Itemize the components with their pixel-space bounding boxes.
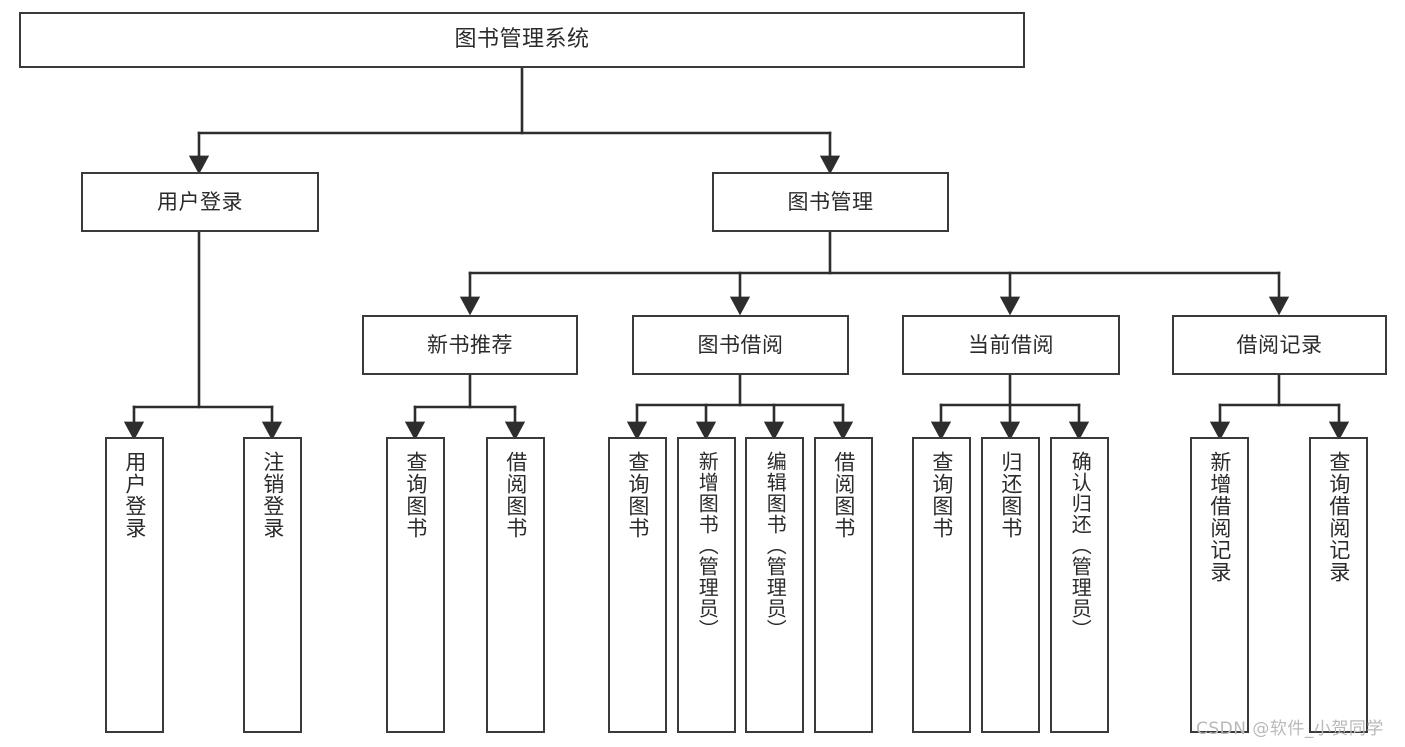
node-label: 借阅图书 [503,451,528,539]
node-leaf-query-book-3[interactable]: 查询图书 [912,437,971,733]
node-leaf-add-book-admin[interactable]: 新增图书（管理员） [677,437,736,733]
node-label: 借阅图书 [831,451,856,539]
node-current-borrow[interactable]: 当前借阅 [902,315,1120,375]
node-label: 查询借阅记录 [1326,451,1351,583]
node-new-book-recommend[interactable]: 新书推荐 [362,315,578,375]
node-label: 查询图书 [403,451,428,539]
csdn-watermark: CSDN @软件_小贺同学 [1196,719,1384,739]
node-label: 图书管理系统 [454,27,590,53]
node-leaf-query-borrow-record[interactable]: 查询借阅记录 [1309,437,1368,733]
node-leaf-user-login[interactable]: 用户登录 [105,437,164,733]
node-book-management[interactable]: 图书管理 [712,172,949,232]
node-label: 图书借阅 [697,332,784,357]
node-leaf-query-book-2[interactable]: 查询图书 [608,437,667,733]
node-leaf-return-book[interactable]: 归还图书 [981,437,1040,733]
node-label: 新增图书（管理员） [695,451,720,640]
node-label: 图书管理 [787,189,874,214]
node-label: 当前借阅 [968,332,1054,357]
node-label: 用户登录 [122,451,147,539]
node-label: 新书推荐 [427,332,513,357]
node-label: 确认归还（管理员） [1068,451,1093,640]
node-label: 查询图书 [929,451,954,539]
node-leaf-confirm-return-admin[interactable]: 确认归还（管理员） [1050,437,1109,733]
node-leaf-borrow-book-1[interactable]: 借阅图书 [486,437,545,733]
node-borrow-record[interactable]: 借阅记录 [1172,315,1387,375]
node-label: 编辑图书（管理员） [763,451,788,640]
node-leaf-borrow-book-2[interactable]: 借阅图书 [814,437,873,733]
node-leaf-edit-book-admin[interactable]: 编辑图书（管理员） [745,437,804,733]
node-leaf-add-borrow-record[interactable]: 新增借阅记录 [1190,437,1249,733]
node-label: 借阅记录 [1236,332,1323,357]
node-label: 注销登录 [260,451,285,539]
node-leaf-logout-login[interactable]: 注销登录 [243,437,302,733]
node-root-system[interactable]: 图书管理系统 [19,12,1025,68]
node-label: 新增借阅记录 [1207,451,1232,583]
node-label: 查询图书 [625,451,650,539]
node-user-login[interactable]: 用户登录 [81,172,319,232]
node-book-borrow[interactable]: 图书借阅 [632,315,849,375]
node-leaf-query-book-1[interactable]: 查询图书 [386,437,445,733]
node-label: 归还图书 [998,451,1023,539]
node-label: 用户登录 [157,189,243,214]
